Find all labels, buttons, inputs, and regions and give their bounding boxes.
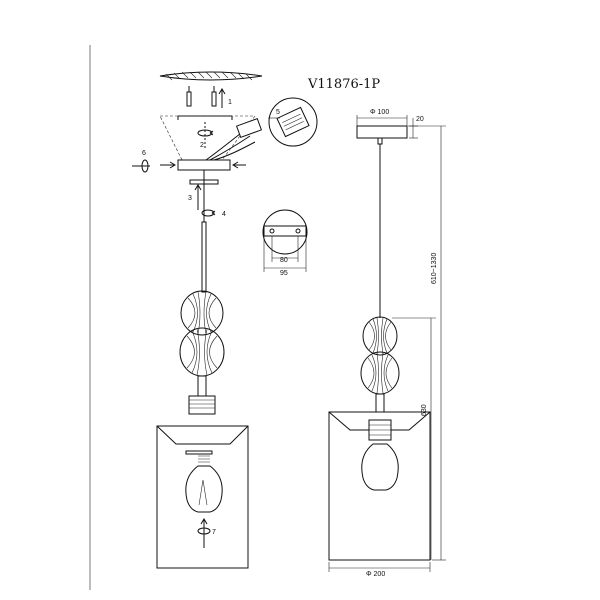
arrow-left-icon — [232, 161, 246, 169]
terminal-block — [235, 117, 263, 139]
arrow-up-icon — [218, 88, 226, 108]
elevation-view: Φ 100 20 610~1330 630 — [328, 109, 446, 578]
step-1-label: 1 — [228, 99, 232, 106]
rotate-icon — [197, 527, 211, 535]
mounting-bracket — [177, 115, 233, 120]
plate-width-label: 95 — [280, 270, 288, 277]
dashed-projection — [159, 115, 256, 161]
step-7-label: 7 — [212, 529, 216, 536]
step-3-label: 3 — [188, 195, 192, 202]
hole-spacing-label: 80 — [280, 257, 288, 264]
terminal-detail — [268, 97, 318, 147]
model-title: V11876-1P — [307, 77, 380, 92]
canopy-plate — [177, 159, 231, 171]
stem — [375, 393, 385, 413]
canopy-height-label: 20 — [416, 116, 424, 123]
step-6-label: 6 — [142, 150, 146, 157]
cable-rod — [201, 221, 207, 293]
light-bulb — [185, 450, 223, 513]
plate-detail — [262, 209, 308, 272]
side-screw — [132, 159, 150, 173]
step-5-label: 5 — [276, 109, 280, 116]
step-4-label: 4 — [222, 211, 226, 218]
arrow-right-icon — [160, 161, 176, 169]
light-bulb — [361, 443, 399, 491]
canopy — [356, 125, 408, 139]
anchor-screws — [186, 86, 217, 107]
exploded-view: 1 2 5 — [132, 71, 318, 569]
bracket-screw — [197, 122, 214, 150]
lamp-shade — [156, 425, 249, 569]
step-2-label: 2 — [200, 142, 204, 149]
glass-beads — [360, 316, 400, 395]
cable-lock — [201, 209, 216, 217]
overall-height-label: 610~1330 — [431, 253, 438, 284]
arrow-up-icon — [194, 184, 202, 210]
glass-beads — [179, 290, 225, 377]
lamp-socket — [188, 395, 216, 415]
stem — [197, 375, 207, 397]
body-height-label: 630 — [421, 404, 428, 416]
shade-diameter-label: Φ 200 — [366, 571, 385, 578]
canopy-diameter-label: Φ 100 — [370, 109, 389, 116]
cable-grip — [377, 137, 383, 145]
ceiling-hatch — [159, 71, 263, 81]
